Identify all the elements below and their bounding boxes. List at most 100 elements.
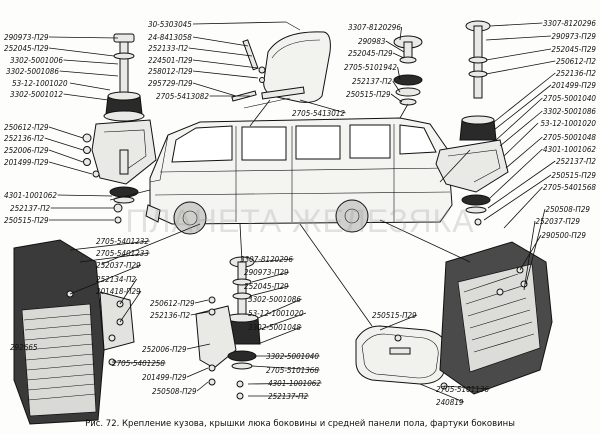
part-callout: 2705-5101136 bbox=[436, 385, 490, 394]
leader-line bbox=[443, 385, 490, 390]
part-number-label: 4301-1001062 bbox=[543, 145, 596, 154]
part-number-label: 2705-5001048 bbox=[543, 133, 596, 142]
part-callout: 3302-5001012 bbox=[10, 90, 109, 101]
leader-line bbox=[69, 264, 142, 295]
part-number-label: 290500-П29 bbox=[541, 231, 586, 240]
part-callout: 295729-П29 bbox=[148, 79, 237, 97]
part-number-label: 250515-П29 bbox=[346, 90, 391, 99]
part-callout: 2705-5413082 bbox=[156, 92, 250, 101]
leader-line bbox=[503, 186, 543, 229]
part-number-label: 2705-5401568 bbox=[543, 183, 596, 192]
part-callout: 290983 bbox=[358, 37, 405, 53]
part-callout: 250612-П2 bbox=[485, 57, 596, 75]
part-callout: 252006-П29 bbox=[142, 343, 211, 354]
part-callout: 252137-П2 bbox=[352, 77, 401, 93]
leader-line bbox=[385, 40, 405, 53]
part-number-label: 252136-П2 bbox=[150, 311, 190, 320]
part-callout: 290973-П29 bbox=[485, 32, 596, 41]
leader-line bbox=[257, 312, 307, 331]
part-callout: 252045-П29 bbox=[485, 45, 596, 61]
part-number-label: 250515-П29 bbox=[551, 171, 596, 180]
leader-line bbox=[489, 148, 543, 199]
part-callout: 3307-8120296 bbox=[348, 23, 402, 41]
part-callout: 24-8413058 bbox=[148, 33, 249, 47]
part-number-label: 252134-П2 bbox=[96, 275, 136, 284]
right-mudguard-ribs bbox=[463, 273, 535, 353]
part-number-label: 252006-П29 bbox=[4, 146, 49, 155]
leader-line bbox=[79, 252, 150, 263]
part-number-label: 30-5303045 bbox=[148, 20, 192, 29]
leader-line bbox=[397, 66, 401, 81]
part-number-label: 3302-5001086 bbox=[543, 107, 596, 116]
part-callout: 250515-П29 bbox=[346, 90, 403, 103]
part-number-label: 290973-П29 bbox=[551, 32, 596, 41]
part-callout: 30-5303045 bbox=[148, 20, 287, 29]
part-number-label: 3302-5001086 bbox=[6, 67, 59, 76]
part-number-label: 290973-П29 bbox=[4, 33, 49, 42]
part-callout: 224501-П29 bbox=[148, 56, 259, 69]
part-callout: 3307-8120296 bbox=[240, 255, 294, 264]
part-number-label: 2705-5413012 bbox=[292, 109, 345, 118]
part-number-label: 3307-8120296 bbox=[543, 19, 596, 28]
part-number-label: 3307-8120296 bbox=[240, 255, 293, 264]
leader-line bbox=[483, 174, 552, 221]
leader-line bbox=[525, 208, 546, 285]
leader-line bbox=[495, 97, 543, 141]
leader-line bbox=[194, 299, 209, 304]
part-callout: 4301-1001062 bbox=[247, 379, 322, 388]
leader-line bbox=[257, 326, 302, 345]
part-number-label: 292665 bbox=[10, 343, 38, 352]
part-callout: 53-12-1001020 bbox=[503, 119, 596, 157]
part-callout: 252136-П2 bbox=[4, 134, 84, 151]
part-callout: 3302-5001086 bbox=[248, 295, 302, 319]
leader-line bbox=[186, 343, 211, 350]
leader-line bbox=[251, 271, 290, 283]
part-number-label: 2705-5101368 bbox=[266, 366, 319, 375]
part-callout: 2705-5101942 bbox=[344, 63, 401, 81]
leader-line bbox=[487, 160, 556, 209]
part-number-label: 250612-П29 bbox=[4, 123, 49, 132]
van-body bbox=[145, 117, 453, 235]
leader-line bbox=[253, 258, 294, 263]
part-number-label: 53-12-1001020 bbox=[12, 79, 68, 88]
leader-line bbox=[503, 122, 539, 157]
part-callout: 3302-5001086 bbox=[499, 107, 596, 147]
leader-line bbox=[505, 136, 543, 169]
part-number-label: 2705-5101136 bbox=[436, 385, 489, 394]
leader-line bbox=[523, 220, 536, 291]
leader-line bbox=[493, 72, 556, 123]
part-callout: 252037-П29 bbox=[523, 217, 580, 291]
part-callout: 2705-5401232 bbox=[69, 237, 150, 251]
leader-line bbox=[63, 93, 109, 101]
part-number-label: 250612-П29 bbox=[150, 299, 195, 308]
part-number-label: 201499-П29 bbox=[4, 158, 49, 167]
part-callout: 3302-5001048 bbox=[248, 323, 302, 345]
part-callout: 201418-П29 bbox=[96, 287, 142, 323]
leader-line bbox=[186, 367, 209, 378]
leader-line bbox=[192, 59, 259, 69]
part-callout: 252137-П2 bbox=[10, 204, 114, 213]
leader-line bbox=[299, 99, 346, 114]
part-number-label: 3307-8120296 bbox=[348, 23, 401, 32]
part-number-label: 3302-5001086 bbox=[248, 295, 301, 304]
leader-line bbox=[519, 234, 542, 271]
leader-line bbox=[59, 70, 119, 77]
part-callout: 250515-П29 bbox=[372, 311, 418, 331]
leader-line bbox=[48, 149, 84, 163]
leader-line bbox=[379, 314, 418, 331]
leader-line bbox=[192, 21, 287, 25]
part-number-label: 250515-П29 bbox=[372, 311, 417, 320]
part-callout: 3302-5001040 bbox=[256, 352, 320, 361]
part-callout: 4301-1001062 bbox=[4, 191, 113, 200]
part-callout: 252134-П2 bbox=[96, 275, 138, 305]
leader-line bbox=[69, 240, 150, 251]
part-number-label: 201499-П29 bbox=[142, 373, 187, 382]
leader-line bbox=[190, 311, 209, 316]
part-callout: 2705-5401258 bbox=[111, 359, 166, 368]
part-callout: 2705-5413012 bbox=[292, 99, 346, 118]
leader-line bbox=[499, 110, 543, 147]
leader-line bbox=[251, 365, 320, 371]
leader-line bbox=[257, 298, 302, 319]
part-callout: 250612-П29 bbox=[4, 123, 84, 139]
